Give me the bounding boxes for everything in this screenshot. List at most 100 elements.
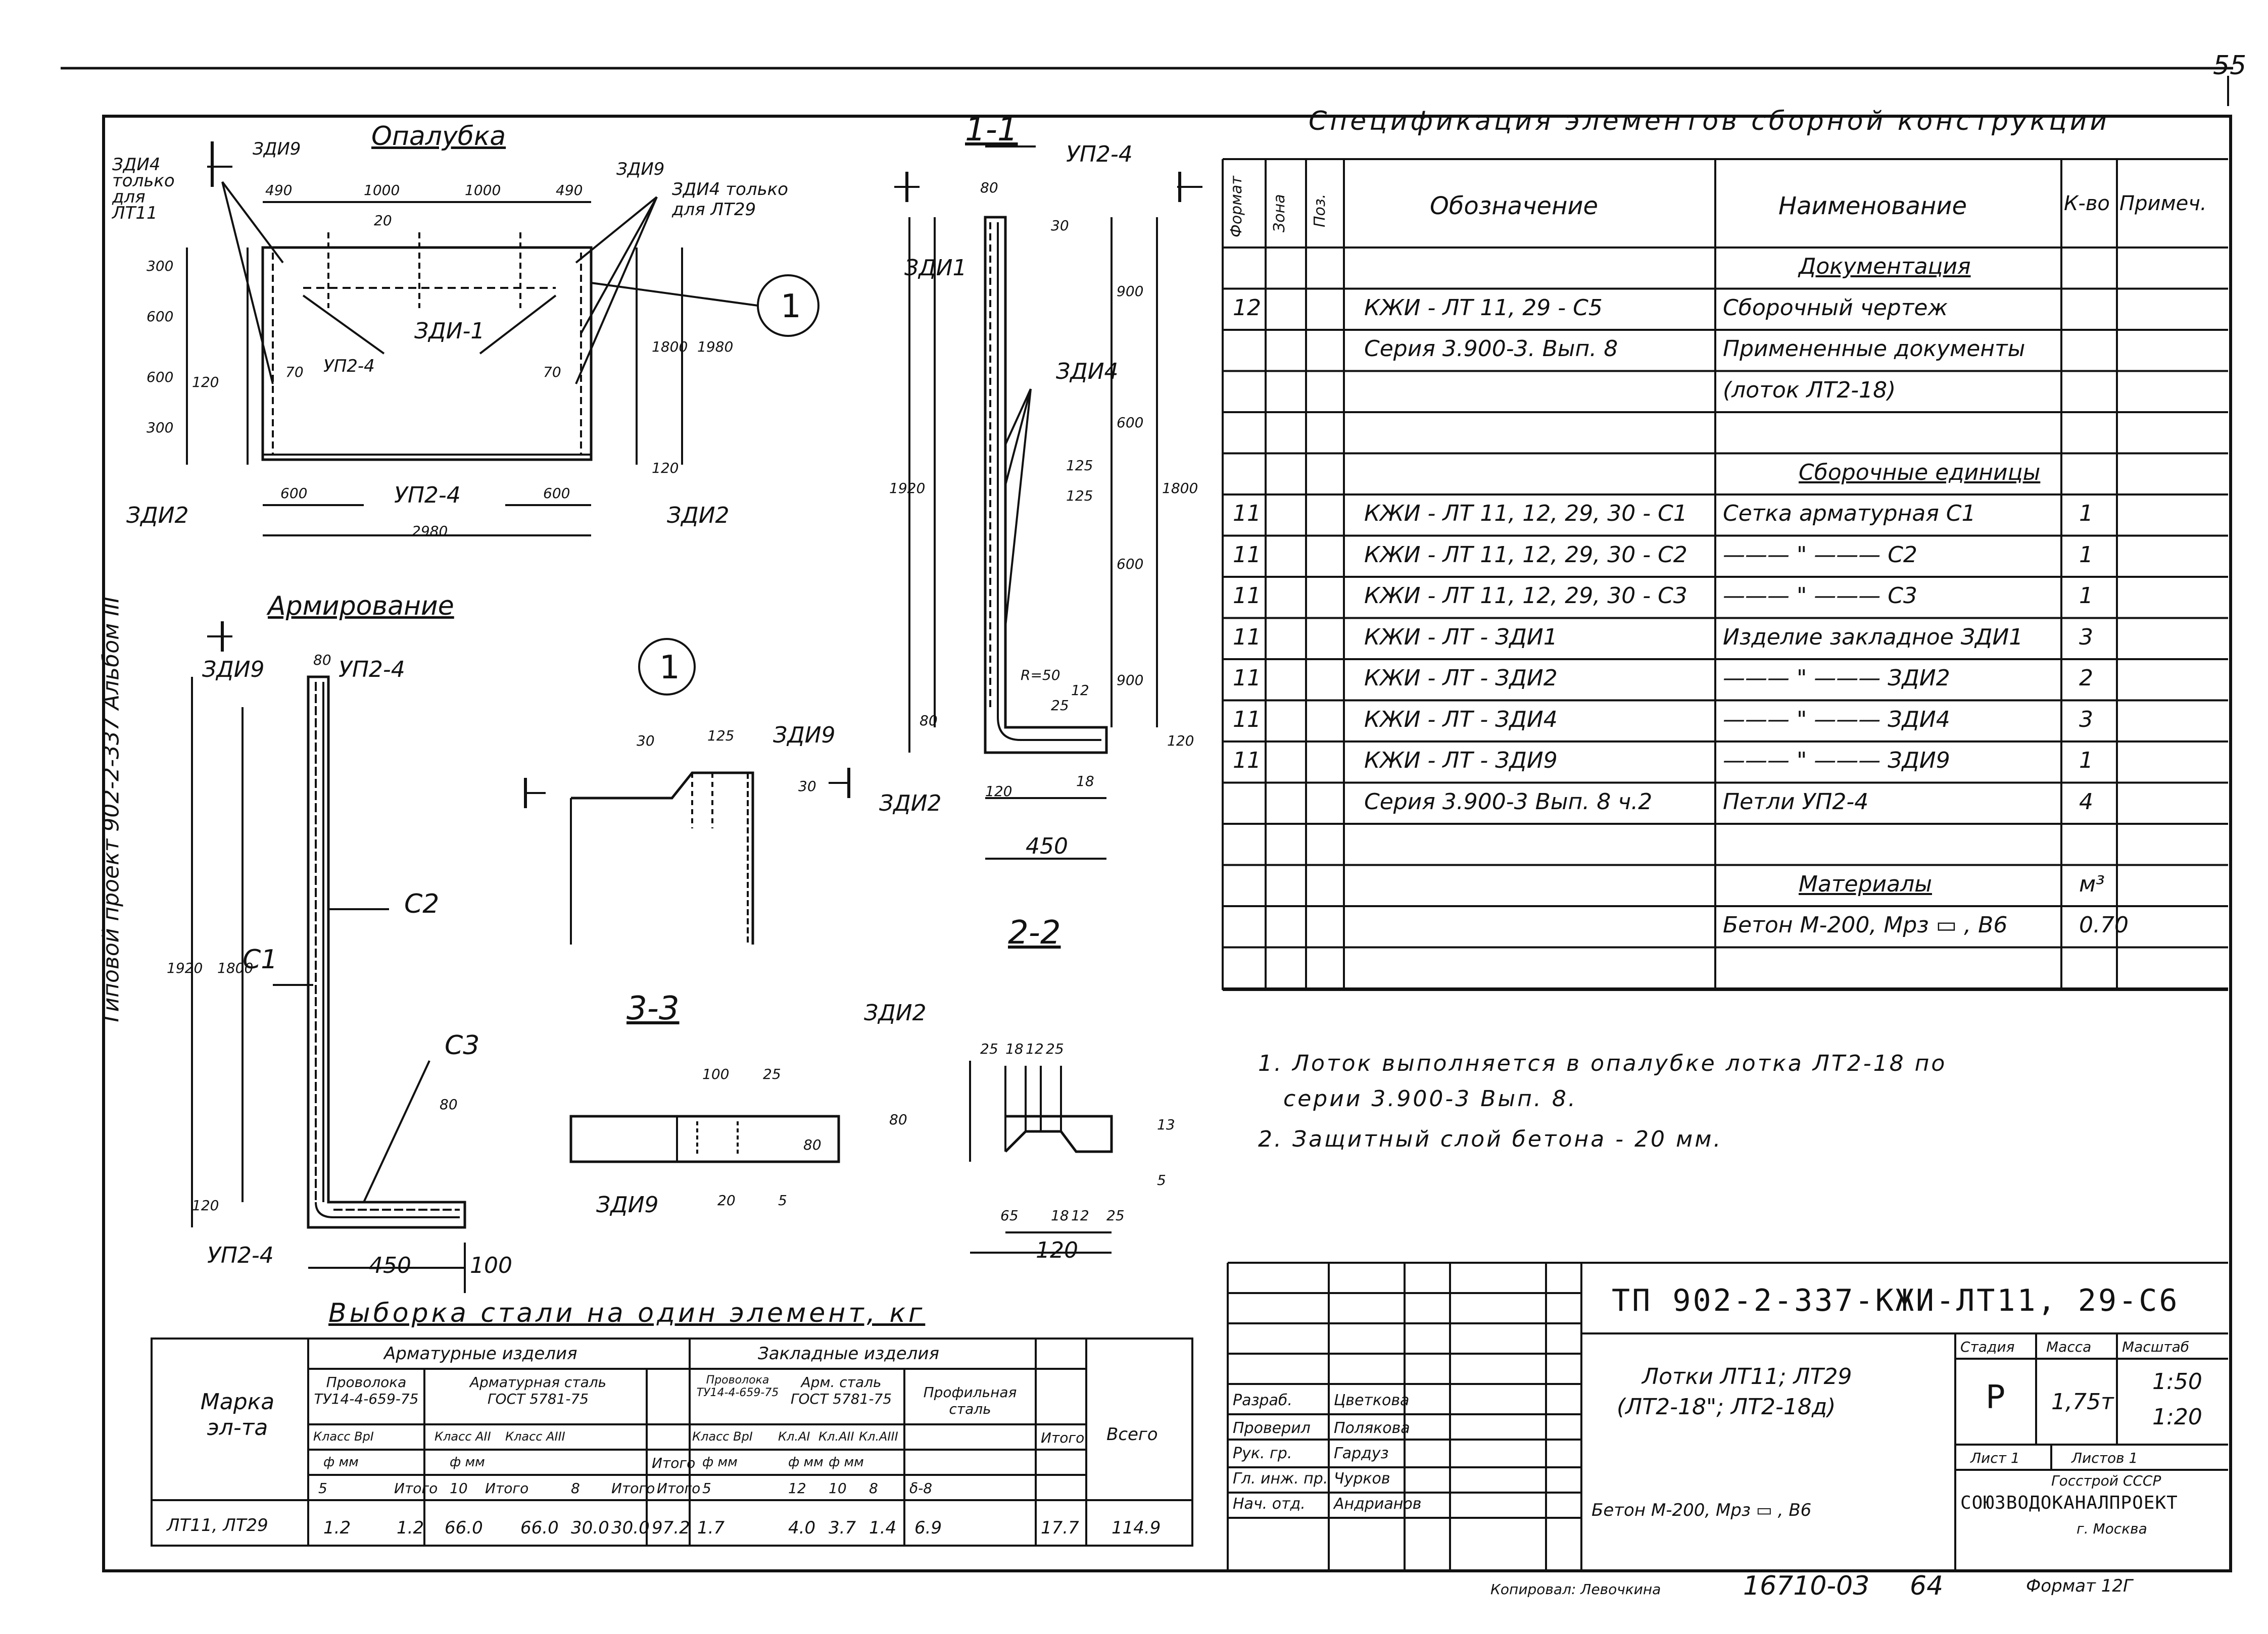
dim: 25 [980, 1041, 998, 1057]
spec-name: (лоток ЛТ2-18) [1723, 377, 1896, 403]
tb-stage-header: Стадия [1960, 1339, 2015, 1355]
steel-phi: ф мм [323, 1455, 359, 1470]
spec-format: 11 [1233, 706, 1261, 732]
steel-value: 4.0 [788, 1518, 816, 1538]
spec-header-name: Наименование [1778, 192, 1967, 220]
dim: 18 [1005, 1041, 1024, 1057]
detail1-label-zdi9: ЗДИ9 [773, 722, 836, 748]
dim: 30 [798, 778, 816, 795]
tb-stage: Р [1986, 1379, 2005, 1416]
dim: 80 [440, 1096, 458, 1113]
spec-name: ——— " ——— ЗДИ2 [1723, 665, 1950, 691]
formwork-label-up2-4: УП2-4 [323, 356, 375, 376]
spec-designation: КЖИ - ЛТ 11, 29 - С5 [1364, 294, 1603, 321]
steel-value: 66.0 [520, 1518, 559, 1538]
formwork-title: Опалубка [371, 121, 506, 152]
steel-size: 5 [318, 1480, 327, 1497]
spec-header-format: Формат [1228, 176, 1245, 237]
section-3-3-view [569, 1115, 840, 1163]
dim: 20 [374, 212, 392, 229]
steel-sub-1: Проволока ТУ14-4-659-75 [314, 1374, 419, 1407]
dim: 900 [1117, 283, 1144, 300]
formwork-label-zdi4-lt11: ЗДИ4 только для ЛТ11 [112, 155, 175, 223]
spec-format: 11 [1233, 665, 1261, 691]
dim: 450 [369, 1253, 411, 1278]
steel-mark-header: Марка эл-та [200, 1389, 275, 1441]
steel-value: 30.0 [611, 1518, 650, 1538]
dim: 300 [147, 419, 174, 436]
dim: 1920 [167, 960, 203, 976]
dim: 900 [1117, 672, 1144, 688]
dim: 80 [889, 1111, 907, 1128]
dim: 600 [147, 369, 174, 385]
spec-qty: 2 [2079, 665, 2093, 691]
spec-name: Изделие закладное ЗДИ1 [1723, 624, 2023, 650]
steel-sub-5: Профильная сталь [923, 1384, 1017, 1417]
dim: 125 [1066, 457, 1093, 474]
steel-value: 17.7 [1041, 1518, 1079, 1538]
page-number: 55 [2213, 51, 2247, 81]
dim: 80 [980, 179, 998, 196]
spec-designation: КЖИ - ЛТ - ЗДИ2 [1364, 665, 1558, 691]
steel-phi: ф мм [702, 1455, 738, 1470]
steel-group-2: Закладные изделия [758, 1344, 939, 1364]
steel-size: 5 [702, 1480, 711, 1497]
dim: R=50 [1021, 667, 1060, 683]
steel-value: 6.9 [914, 1518, 942, 1538]
spec-format: 11 [1233, 501, 1261, 526]
spec-name: Сборочный чертеж [1723, 294, 1948, 321]
dim: 1800 [1162, 480, 1198, 497]
steel-group-1: Арматурные изделия [384, 1344, 577, 1364]
note-1-cont: серии 3.900-3 Вып. 8. [1283, 1086, 1577, 1112]
section-1-1-view [894, 145, 1202, 860]
tb-role: Гл. инж. пр. [1233, 1470, 1328, 1488]
section-1-1-title: 1-1 [965, 111, 1018, 148]
dim: 25 [763, 1066, 781, 1082]
spec-format: 11 [1233, 541, 1261, 568]
section11-label-zdi1: ЗДИ1 [904, 255, 967, 281]
reinforcement-label-zdi9: ЗДИ9 [202, 657, 265, 682]
tb-scale-1: 1:50 [2152, 1369, 2202, 1395]
reinforcement-label-c3: С3 [445, 1030, 480, 1061]
steel-value: 1.4 [869, 1518, 897, 1538]
steel-phi: ф мм [450, 1455, 485, 1470]
tb-scale-header: Масштаб [2122, 1339, 2190, 1355]
steel-size: Итого [611, 1480, 655, 1497]
tb-role: Рук. гр. [1233, 1445, 1292, 1462]
spec-header-qty: К-во [2064, 192, 2110, 215]
title-block-name-2: (ЛТ2-18"; ЛТ2-18д) [1617, 1394, 1836, 1420]
spec-qty: 1 [2079, 501, 2093, 526]
spec-designation: КЖИ - ЛТ - ЗДИ1 [1364, 624, 1558, 650]
dim: 125 [1066, 487, 1093, 504]
steel-sub-2: Арматурная сталь ГОСТ 5781-75 [469, 1374, 607, 1407]
dim: 12 [1026, 1041, 1044, 1057]
dim: 18 [1051, 1207, 1069, 1224]
spec-format: 11 [1233, 624, 1261, 650]
steel-size: 8 [571, 1480, 580, 1497]
spec-name: ——— " ——— ЗДИ9 [1723, 748, 1950, 773]
dim: 65 [1000, 1207, 1019, 1224]
spec-designation: КЖИ - ЛТ 11, 12, 29, 30 - С2 [1364, 541, 1687, 568]
dim: 300 [147, 258, 174, 274]
steel-size: Итого [657, 1480, 701, 1497]
dim: 1980 [697, 338, 734, 355]
tb-person: Андрианов [1334, 1495, 1422, 1513]
dim: 100 [470, 1253, 512, 1278]
section33-label-zdi9: ЗДИ9 [596, 1192, 659, 1218]
dim: 25 [1106, 1207, 1125, 1224]
dim: 600 [1117, 414, 1144, 431]
steel-grand-label: Всего [1106, 1424, 1158, 1445]
formwork-label-zdi2-left: ЗДИ2 [126, 503, 189, 528]
dim: 450 [1026, 833, 1068, 859]
steel-value: 1.2 [397, 1518, 424, 1538]
spec-designation: КЖИ - ЛТ - ЗДИ9 [1364, 748, 1558, 773]
tb-org-2: СОЮЗВОДОКАНАЛПРОЕКТ [1960, 1493, 2178, 1513]
dim: 490 [265, 182, 293, 199]
tb-person: Чурков [1334, 1470, 1390, 1488]
dim: 12 [1071, 682, 1089, 699]
dim: 5 [1157, 1172, 1166, 1189]
sheet-frame [102, 115, 2232, 1572]
footer-number: 16710-03 [1743, 1571, 1870, 1601]
